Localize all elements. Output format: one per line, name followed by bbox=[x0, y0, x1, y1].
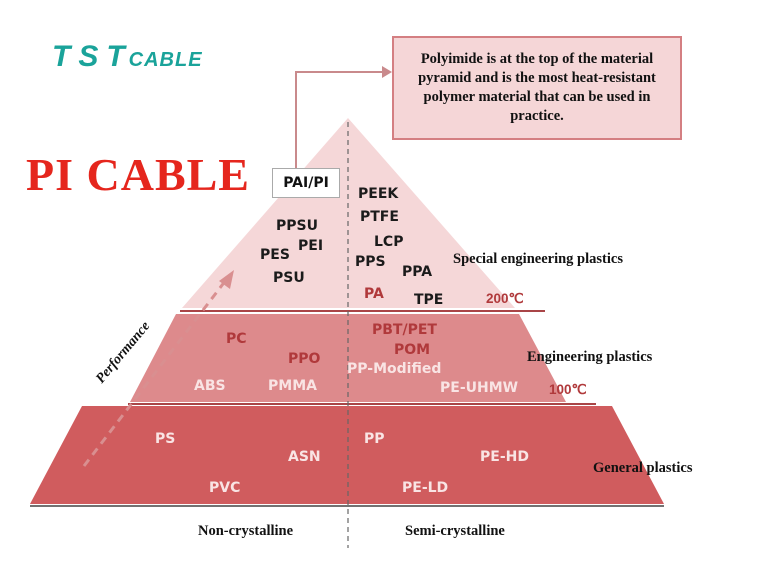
logo-main-text: TST bbox=[52, 40, 133, 73]
material-label: PPO bbox=[288, 351, 321, 367]
material-label: PVC bbox=[209, 480, 241, 496]
material-label: PPS bbox=[355, 254, 386, 270]
temperature-100: 100℃ bbox=[549, 382, 587, 397]
material-label: PTFE bbox=[360, 209, 399, 225]
material-label: PEEK bbox=[358, 186, 399, 202]
material-label: ASN bbox=[288, 449, 321, 465]
tier-name-engineering: Engineering plastics bbox=[527, 349, 653, 365]
material-label: PE-HD bbox=[480, 449, 529, 465]
material-label: ABS bbox=[194, 378, 226, 394]
tier-general-shape bbox=[30, 406, 664, 504]
material-label: PE-LD bbox=[402, 480, 449, 496]
tst-cable-logo: TSTCABLE bbox=[52, 40, 203, 74]
performance-arrowhead bbox=[219, 270, 234, 289]
material-label: PSU bbox=[273, 270, 305, 286]
tier-name-general: General plastics bbox=[593, 460, 693, 476]
material-label: PMMA bbox=[268, 378, 317, 394]
page-title: PI CABLE bbox=[26, 149, 250, 200]
temperature-200: 200℃ bbox=[486, 291, 524, 306]
material-label: PPSU bbox=[276, 218, 318, 234]
material-label: PS bbox=[155, 431, 176, 447]
polyimide-callout: Polyimide is at the top of the material … bbox=[392, 36, 682, 140]
callout-text: Polyimide is at the top of the material … bbox=[418, 51, 656, 124]
material-label: PBT/PET bbox=[372, 322, 437, 338]
material-label: PEI bbox=[298, 238, 324, 254]
logo-sub-text: CABLE bbox=[128, 49, 203, 71]
material-label: POM bbox=[394, 342, 431, 358]
material-label: PC bbox=[226, 331, 247, 347]
callout-arrowhead bbox=[382, 66, 392, 78]
material-label: PA bbox=[364, 286, 384, 302]
material-label: PES bbox=[260, 247, 290, 263]
material-label: LCP bbox=[374, 234, 404, 250]
apex-label: PAI/PI bbox=[272, 168, 340, 198]
material-label: PP-Modified bbox=[347, 361, 442, 377]
material-label: TPE bbox=[414, 292, 444, 308]
material-label: PE-UHMW bbox=[440, 380, 519, 396]
callout-connector bbox=[295, 71, 384, 168]
non-crystalline-label: Non-crystalline bbox=[198, 523, 294, 539]
semi-crystalline-label: Semi-crystalline bbox=[405, 523, 505, 539]
material-label: PPA bbox=[402, 264, 433, 280]
performance-arrow-line bbox=[82, 279, 228, 467]
tier-name-special: Special engineering plastics bbox=[453, 251, 623, 267]
material-label: PP bbox=[364, 431, 385, 447]
